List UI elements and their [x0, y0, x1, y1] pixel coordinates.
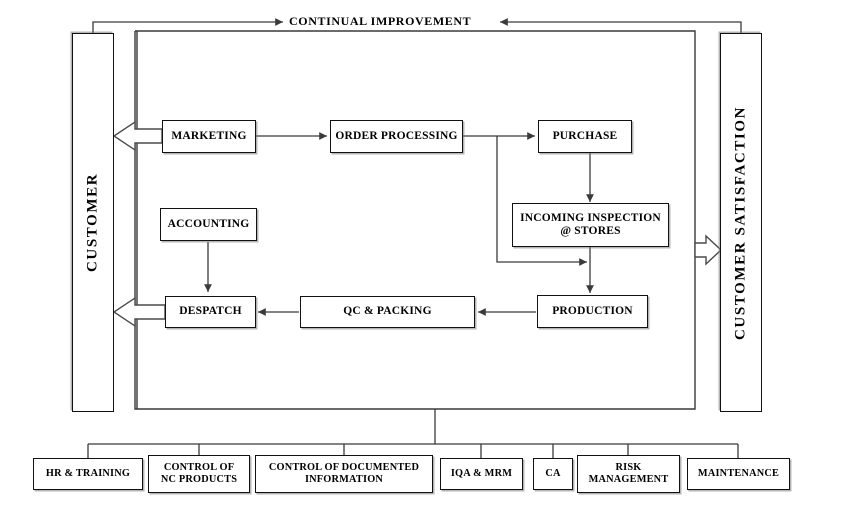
node-ca-label-line1: CA — [545, 468, 561, 480]
node-incoming-inspection[interactable]: INCOMING INSPECTION @ STORES — [512, 203, 669, 247]
node-production[interactable]: PRODUCTION — [537, 295, 648, 328]
process-frame — [134, 30, 696, 410]
block-arrow-to-customer-satisfaction — [694, 234, 723, 266]
node-qc-packing-label: QC & PACKING — [343, 305, 432, 318]
node-purchase-label: PURCHASE — [552, 129, 618, 142]
node-risk-management-label-line1: RISK — [615, 462, 642, 474]
node-incoming-inspection-label-line1: INCOMING INSPECTION — [520, 211, 661, 224]
node-incoming-inspection-label-line2: @ STORES — [560, 225, 621, 237]
arrow-order-processing-to-production-feed — [496, 136, 587, 266]
node-iqa-mrm[interactable]: IQA & MRM — [440, 458, 523, 490]
node-control-documented-information[interactable]: CONTROL OF DOCUMENTED INFORMATION — [255, 455, 433, 493]
node-iqa-mrm-label-line1: IQA & MRM — [450, 468, 513, 480]
pillar-customer-label: CUSTOMER — [84, 172, 101, 273]
continual-improvement-label: CONTINUAL IMPROVEMENT — [289, 14, 472, 28]
node-control-nc-products[interactable]: CONTROL OF NC PRODUCTS — [148, 455, 250, 493]
node-purchase[interactable]: PURCHASE — [538, 120, 632, 153]
node-control-nc-products-label-line2: NC PRODUCTS — [160, 474, 238, 485]
block-arrow-despatch-to-customer — [112, 296, 166, 328]
pillar-customer-satisfaction-label: CUSTOMER SATISFACTION — [732, 105, 749, 340]
node-marketing[interactable]: MARKETING — [162, 120, 256, 153]
node-control-documented-information-label-line2: INFORMATION — [304, 474, 384, 485]
pillar-customer-satisfaction[interactable]: CUSTOMER SATISFACTION — [720, 33, 762, 412]
node-qc-packing[interactable]: QC & PACKING — [300, 296, 475, 328]
node-despatch[interactable]: DESPATCH — [165, 296, 256, 328]
node-marketing-label: MARKETING — [171, 129, 247, 142]
node-control-nc-products-label-line1: CONTROL OF — [163, 462, 235, 474]
node-maintenance-label-line1: MAINTENANCE — [697, 468, 780, 480]
node-risk-management-label-line2: MANAGEMENT — [588, 474, 669, 485]
node-despatch-label: DESPATCH — [179, 305, 242, 318]
node-maintenance[interactable]: MAINTENANCE — [687, 458, 790, 490]
node-order-processing[interactable]: ORDER PROCESSING — [330, 120, 463, 153]
node-production-label: PRODUCTION — [552, 304, 633, 317]
node-order-processing-label: ORDER PROCESSING — [335, 129, 458, 142]
pillar-customer[interactable]: CUSTOMER — [72, 33, 114, 412]
node-control-documented-information-label-line1: CONTROL OF DOCUMENTED — [268, 462, 420, 474]
node-hr-training[interactable]: HR & TRAINING — [33, 458, 143, 490]
node-accounting-label: ACCOUNTING — [167, 217, 250, 230]
block-arrow-marketing-to-customer — [112, 120, 163, 152]
node-risk-management[interactable]: RISK MANAGEMENT — [577, 455, 680, 493]
node-ca[interactable]: CA — [533, 458, 573, 490]
node-hr-training-label-line1: HR & TRAINING — [45, 468, 131, 480]
node-accounting[interactable]: ACCOUNTING — [160, 208, 257, 241]
